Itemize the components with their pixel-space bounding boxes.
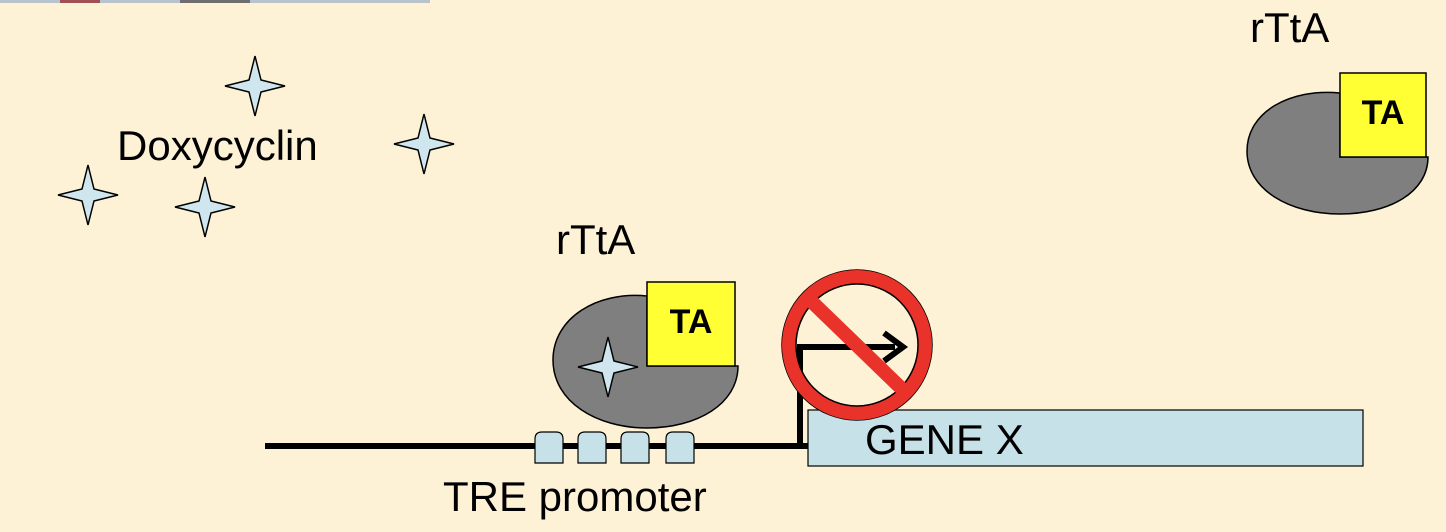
tre-site [577, 431, 607, 464]
rtta-free-label: rTtA [1250, 4, 1329, 51]
doxycycline-label: Doxycyclin [117, 122, 318, 169]
rtta-bound-protein: TA [552, 281, 739, 429]
gene-x-box [807, 409, 1364, 467]
doxycycline-star-icon [224, 55, 286, 117]
doxycycline-star-icon [393, 113, 455, 175]
rtta-free-protein: TA [1246, 72, 1429, 215]
tre-site [620, 431, 650, 464]
tre-promoter-label: TRE promoter [443, 473, 707, 520]
rtta-bound-label: rTtA [556, 216, 635, 263]
tre-site [534, 431, 564, 464]
doxycycline-star-icon [57, 164, 119, 226]
tre-site [665, 431, 695, 464]
top-left-image-fragment [0, 0, 430, 3]
ta-label-bound: TA [670, 303, 713, 341]
no-entry-icon [781, 269, 933, 421]
ta-label-free: TA [1362, 94, 1405, 132]
doxycycline-star-icon [174, 176, 236, 238]
ta-domain-bound [646, 281, 736, 367]
rtta-free-body [1246, 91, 1429, 215]
ta-domain-free [1339, 72, 1427, 158]
rtta-bound-body [552, 294, 739, 429]
tre-promoter-sites [534, 431, 695, 464]
gene-x-label: GENE X [865, 416, 1024, 463]
